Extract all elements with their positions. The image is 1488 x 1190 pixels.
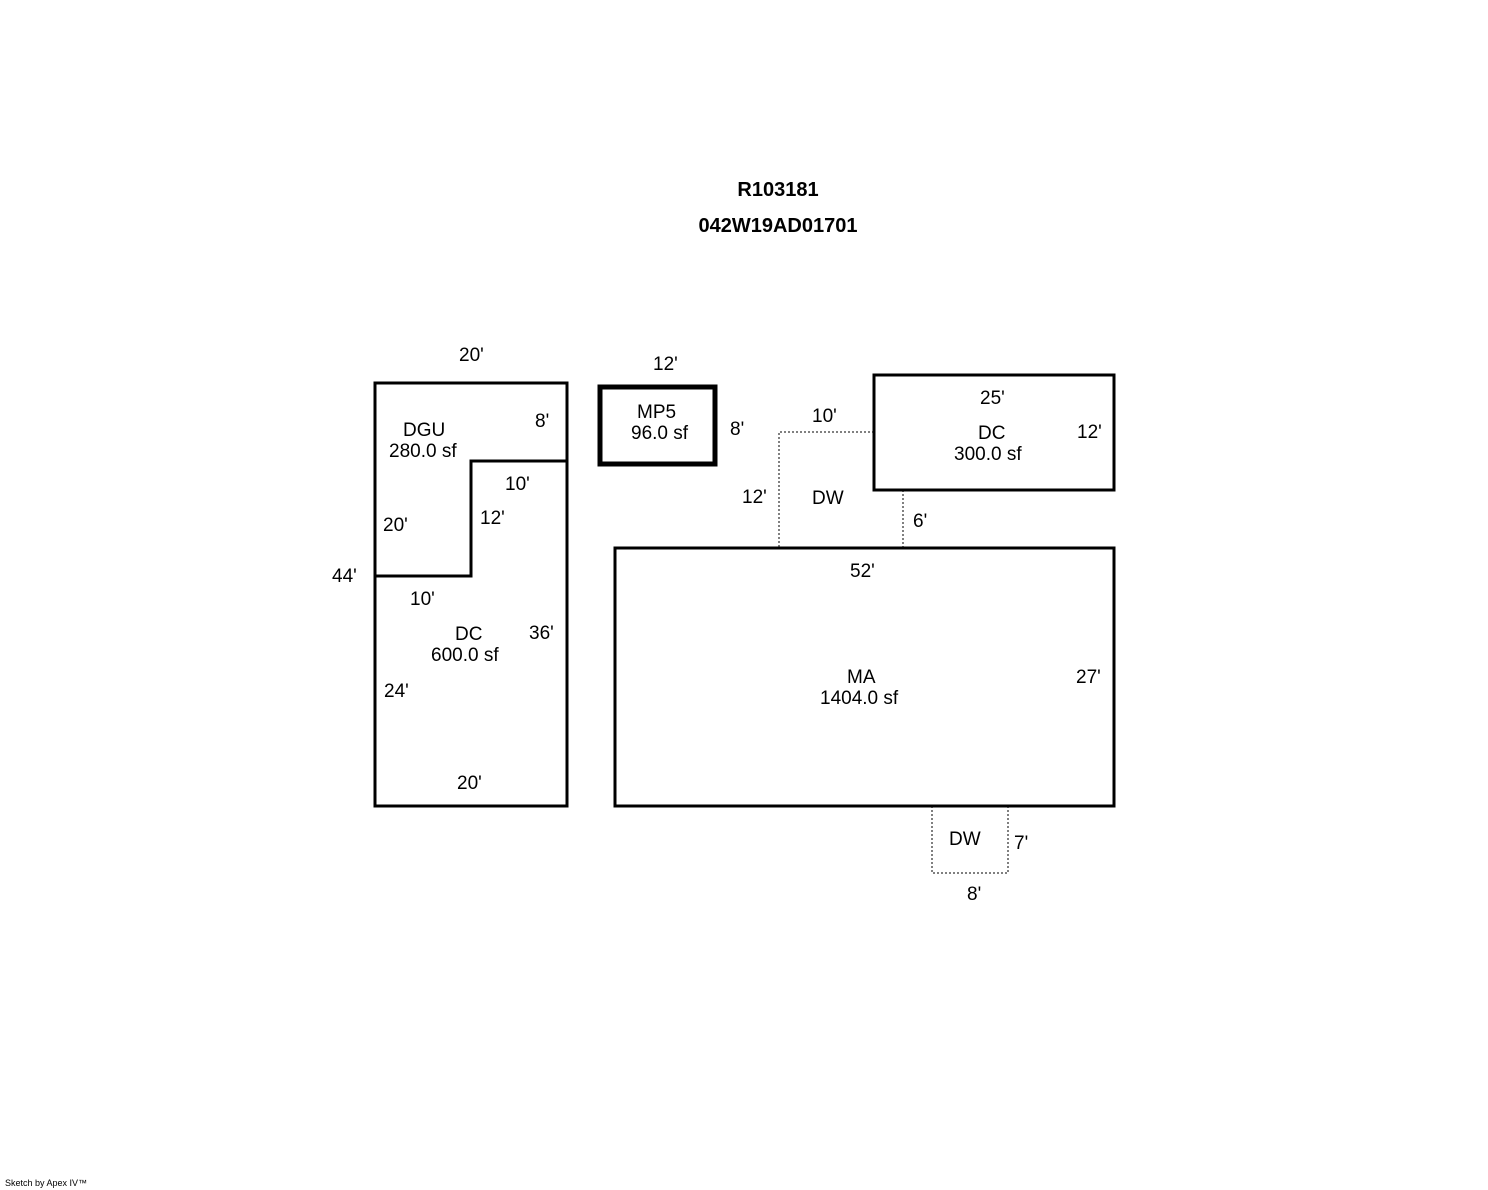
dim-dgu-right: 8' [535,411,550,432]
dw-bottom-code: DW [949,829,981,850]
dgu-dc-divider [375,459,567,578]
dim-dw-top-left: 12' [742,487,767,508]
dim-ma-top: 52' [850,561,875,582]
dim-dgu-left: 20' [383,515,408,536]
dim-dgu-top: 20' [459,345,484,366]
dim-dw-bottom-bottom: 8' [967,884,982,905]
mp5-outline [597,384,718,467]
dim-mp5-right: 8' [730,419,745,440]
dw-bottom-outline [931,806,1009,874]
dim-dc-left-bottom: 20' [457,773,482,794]
dgu-code: DGU [403,420,446,441]
dim-dc-left-left: 24' [384,681,409,702]
dim-left-total: 44' [332,566,357,587]
dim-dc-left-top: 10' [410,589,435,610]
left-building-outline [373,381,569,808]
map-tax-lot-number: 042W19AD01701 [698,215,858,237]
dim-dgu-step-side: 12' [480,508,505,529]
dc-right-code: DC [978,423,1006,444]
dim-ma-right: 27' [1076,667,1101,688]
ma-outline [613,546,1116,808]
mp5-code: MP5 [637,402,677,423]
ma-area: 1404.0 sf [820,688,899,709]
dc-right-area: 300.0 sf [954,444,1022,465]
dc-left-code: DC [455,624,483,645]
dim-dc-right-top: 25' [980,388,1005,409]
parcel-account-number: R103181 [737,179,819,201]
ma-code: MA [847,667,876,688]
sketch-credit: Sketch by Apex IV™ [5,1178,88,1188]
mp5-area: 96.0 sf [631,423,689,444]
dim-dw-top-top: 10' [812,406,837,427]
dim-mp5-top: 12' [653,354,678,375]
dw-top-code: DW [812,488,844,509]
dim-dw-top-right: 6' [913,511,928,532]
dim-dw-bottom-right: 7' [1014,833,1029,854]
dgu-area: 280.0 sf [389,441,457,462]
dim-dc-left-right: 36' [529,623,554,644]
dim-dc-right-right: 12' [1077,422,1102,443]
dc-left-area: 600.0 sf [431,645,499,666]
dim-dgu-step-top: 10' [505,474,530,495]
